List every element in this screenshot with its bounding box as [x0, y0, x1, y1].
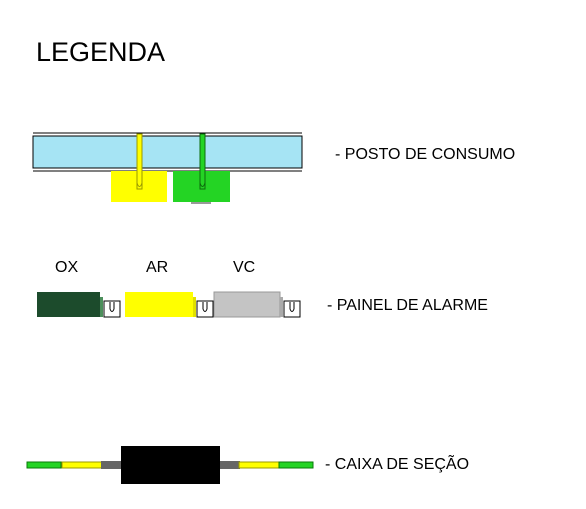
posto-de-consumo-symbol [32, 132, 303, 204]
painel-de-alarme-label: - PAINEL DE ALARME [327, 297, 488, 314]
legend-title: LEGENDA [36, 37, 166, 67]
panel-ar [125, 292, 193, 317]
caixa-de-secao-symbol [26, 446, 314, 484]
posto-de-consumo-label: - POSTO DE CONSUMO [335, 146, 516, 163]
caixa-de-secao-label: - CAIXA DE SEÇÃO [325, 456, 470, 473]
panel-column-ox: OX [55, 259, 79, 276]
panel-vc [213, 291, 281, 318]
panel-ox [37, 292, 100, 317]
section-box [121, 446, 220, 484]
pipe-rect [32, 135, 303, 169]
panel-column-vc: VC [233, 259, 256, 276]
painel-de-alarme-symbol [37, 291, 301, 318]
panel-column-ar: AR [146, 259, 169, 276]
